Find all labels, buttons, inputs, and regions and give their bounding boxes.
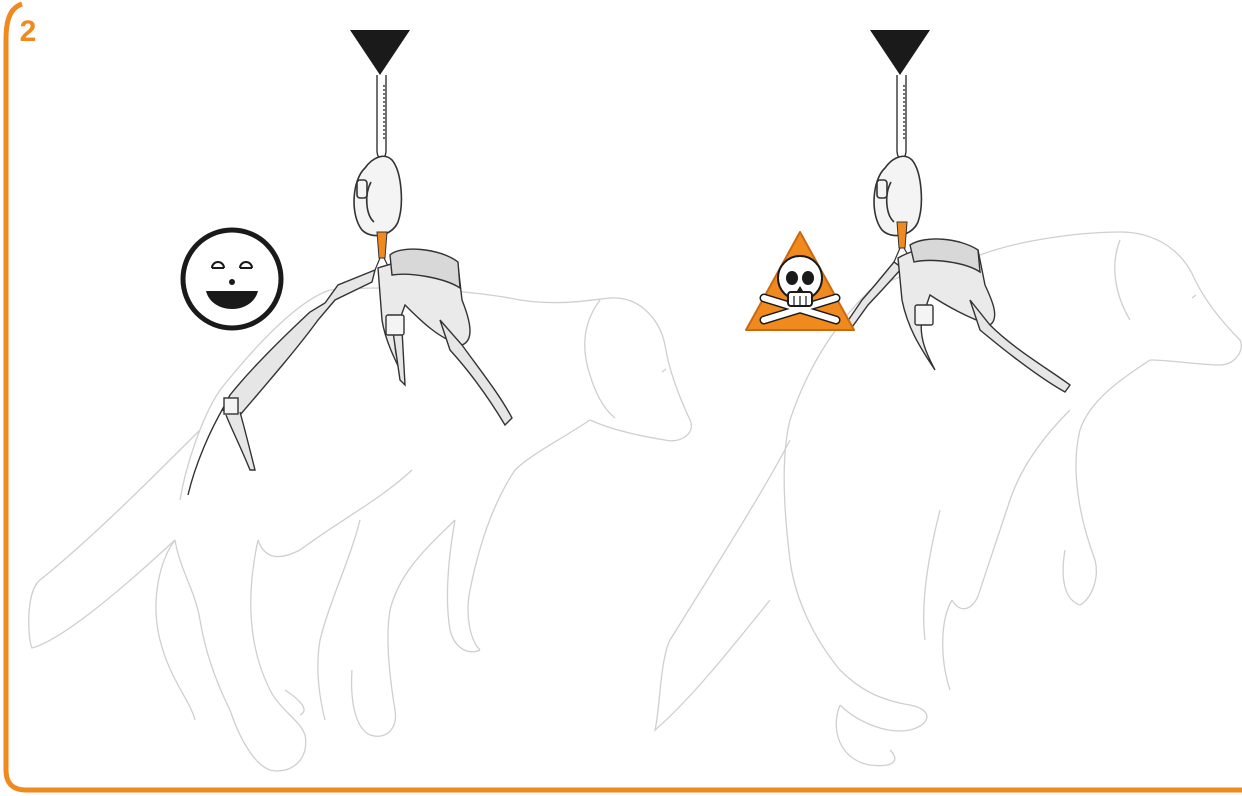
orange-connector — [377, 232, 387, 258]
anchor-triangle-icon — [350, 30, 410, 75]
sling — [377, 75, 386, 159]
dog-outline — [29, 288, 692, 771]
panel-danger — [640, 0, 1242, 796]
dog-harness — [845, 239, 1070, 392]
skull-crossbones-warning-icon — [746, 232, 854, 330]
carabiner-icon — [354, 156, 401, 235]
anchor-triangle-icon — [870, 30, 930, 75]
panel-correct — [0, 0, 700, 796]
sling — [897, 75, 906, 159]
smiley-face-icon — [183, 230, 281, 328]
orange-connector — [897, 222, 907, 248]
dog-outline — [655, 232, 1241, 766]
